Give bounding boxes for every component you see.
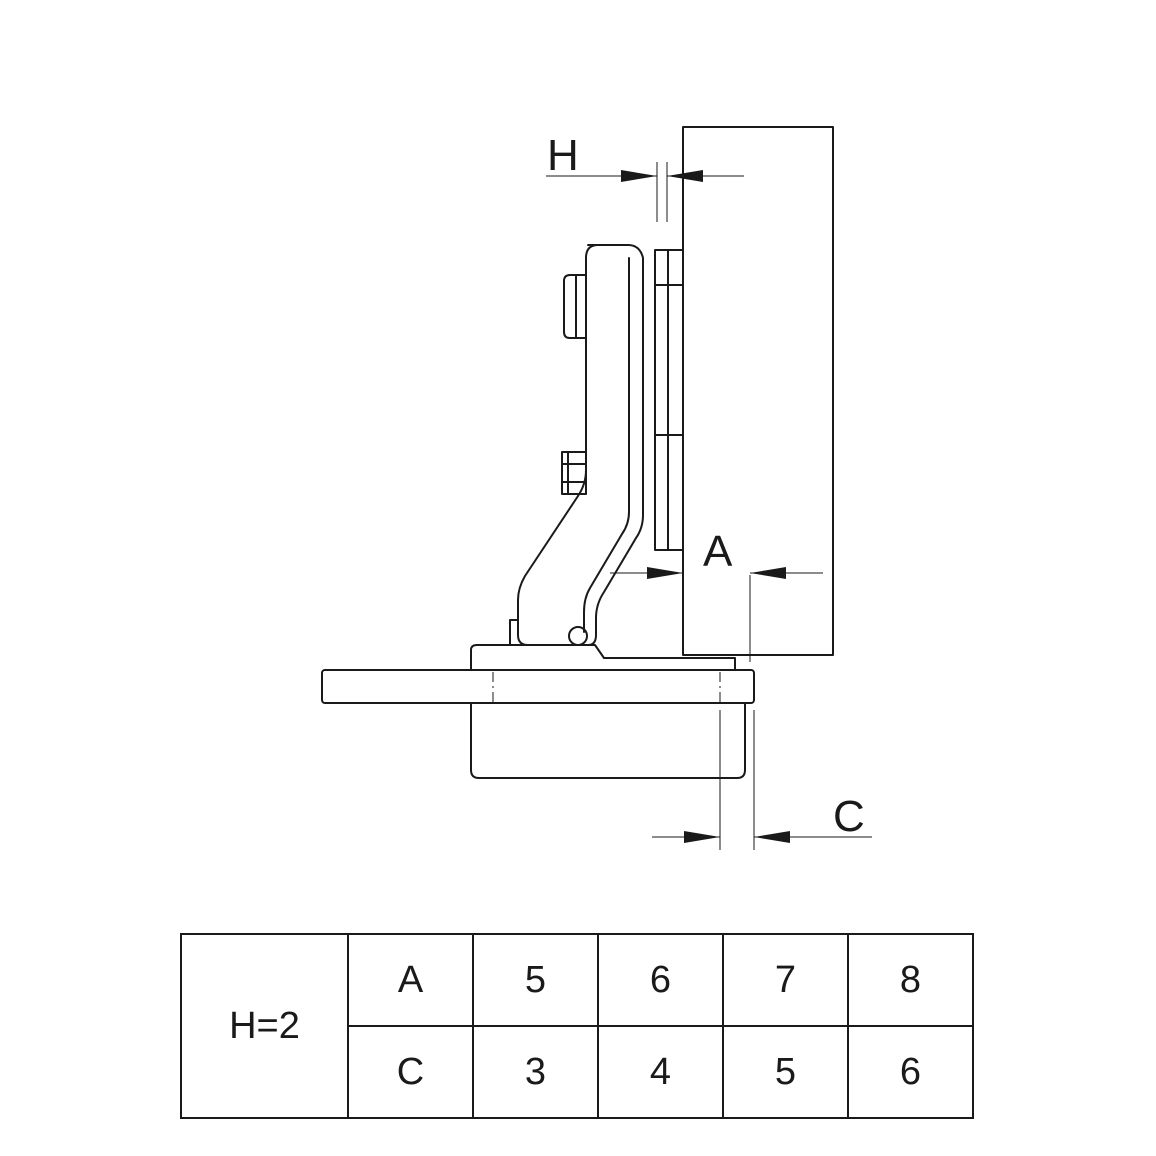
cup-flange: [470, 644, 736, 671]
table-row: H=2 A 5 6 7 8: [180, 933, 974, 1119]
row-label-a: A: [347, 933, 474, 1027]
table-cell: 5: [472, 933, 599, 1027]
hinge-arm: [517, 244, 644, 646]
dimension-table: H=2 A 5 6 7 8 C 3 4 5 6: [180, 933, 974, 1119]
adjustment-screw: [561, 451, 587, 495]
arrow-a-right: [750, 567, 786, 579]
group-label-cell: H=2: [180, 933, 349, 1119]
cabinet-panel: [321, 669, 755, 704]
dimension-label-a: A: [703, 527, 733, 576]
table-cell: 4: [597, 1025, 724, 1119]
row-label-c: C: [347, 1025, 474, 1119]
table-cell: 3: [472, 1025, 599, 1119]
hinge-cup: [470, 702, 746, 779]
pivot-rivet: [568, 626, 588, 646]
arrow-h-left: [621, 170, 657, 182]
table-cell: 6: [597, 933, 724, 1027]
table-row: C 3 4 5 6: [181, 1025, 974, 1119]
arrow-c-left: [684, 831, 720, 843]
table-cell: 7: [722, 933, 849, 1027]
adjustment-cam-upper: [563, 274, 587, 339]
dimension-label-c: C: [833, 792, 865, 841]
arrow-a-left: [647, 567, 683, 579]
center-lines: [492, 672, 721, 702]
mounting-plate: [654, 249, 684, 551]
dimension-label-h: H: [547, 131, 579, 180]
dimension-a: [610, 572, 823, 662]
table-cell: 5: [722, 1025, 849, 1119]
arrow-c-right: [754, 831, 790, 843]
hinge-arm-inner: [583, 257, 630, 633]
arrow-h-right: [667, 170, 703, 182]
table-cell: 8: [847, 933, 974, 1027]
table-cell: 6: [847, 1025, 974, 1119]
hinge-diagram: H A C: [321, 126, 872, 850]
